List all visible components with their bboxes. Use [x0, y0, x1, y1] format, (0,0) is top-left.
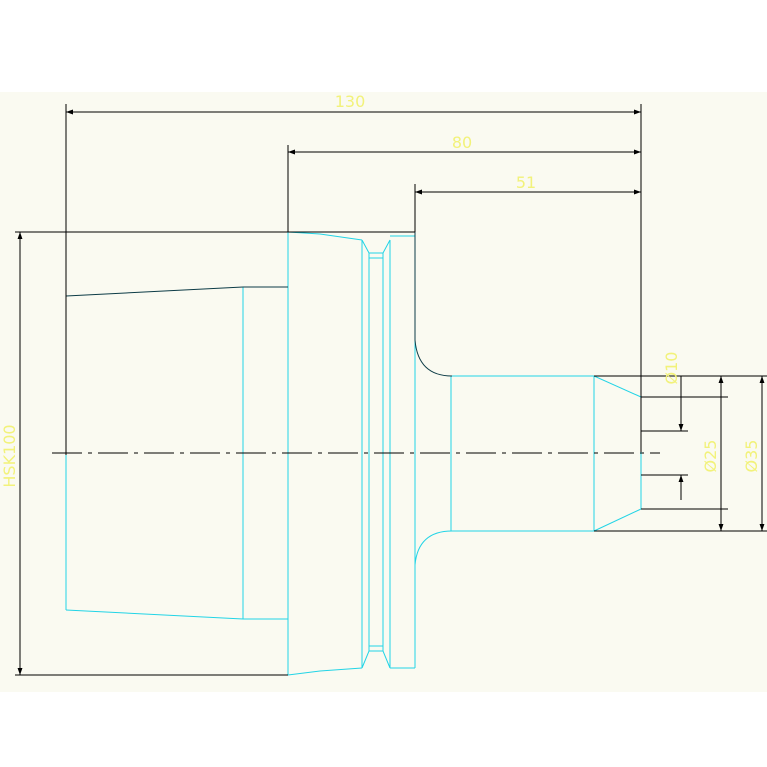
- nose-bottom-fillet: [414, 530, 453, 566]
- label-d35: Ø35: [742, 440, 761, 473]
- dark-outline: [65, 232, 453, 377]
- tip-top-taper: [593, 375, 642, 398]
- nose-top-fillet: [414, 339, 453, 377]
- label-130: 130: [335, 92, 366, 111]
- label-51: 51: [516, 173, 536, 192]
- dimension-lines: [15, 104, 767, 676]
- shank-top-taper: [65, 286, 244, 297]
- flange-top-profile: [287, 231, 363, 241]
- label-80: 80: [452, 133, 472, 152]
- groove-top: [361, 239, 391, 254]
- part-geometry: [65, 231, 662, 676]
- flange-bottom-profile: [287, 667, 363, 676]
- label-d10: Ø10: [662, 352, 681, 385]
- groove-bottom: [361, 650, 391, 669]
- shank-bottom-taper: [65, 609, 244, 620]
- tip-bottom-taper: [593, 508, 642, 532]
- label-d25: Ø25: [701, 440, 720, 473]
- label-hsk100: HSK100: [0, 424, 19, 487]
